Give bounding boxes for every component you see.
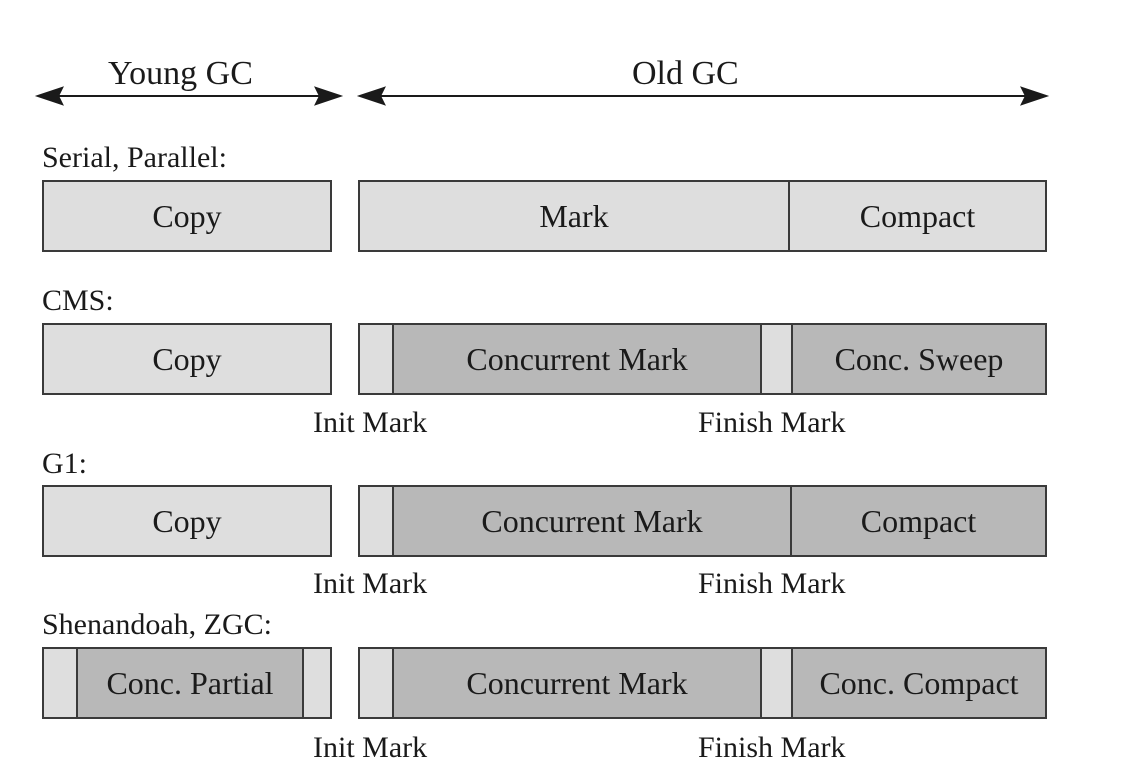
shenandoah-young-end-pause [302,649,330,717]
shenandoah-young-start-pause [44,649,76,717]
row-label-serial-parallel: Serial, Parallel: [42,141,227,174]
serial-old-bar: Mark Compact [358,180,1047,252]
serial-young-bar: Copy [42,180,332,252]
cms-old-bar: Concurrent Mark Conc. Sweep [358,323,1047,395]
young-gc-arrow-left-head [34,86,64,106]
g1-copy-phase: Copy [44,487,330,555]
cms-init-mark-note: Init Mark [313,406,428,439]
serial-compact-phase: Compact [788,182,1045,250]
cms-finish-mark-note: Finish Mark [698,406,846,439]
g1-compact-phase: Compact [790,487,1045,555]
shenandoah-conc-compact-phase: Conc. Compact [791,649,1045,717]
row-label-shenandoah-zgc: Shenandoah, ZGC: [42,608,272,641]
cms-conc-sweep-phase: Conc. Sweep [791,325,1045,393]
g1-young-bar: Copy [42,485,332,557]
cms-young-bar: Copy [42,323,332,395]
old-gc-label: Old GC [632,55,739,92]
g1-finish-mark-note: Finish Mark [698,567,846,600]
g1-concurrent-mark-phase: Concurrent Mark [392,487,790,555]
cms-concurrent-mark-phase: Concurrent Mark [392,325,760,393]
old-gc-arrow-left-head [356,86,386,106]
young-gc-label: Young GC [108,55,253,92]
row-label-g1: G1: [42,447,87,480]
serial-copy-phase: Copy [44,182,330,250]
shenandoah-init-mark-note: Init Mark [313,731,428,764]
young-gc-arrow-right-head [314,86,344,106]
gc-span-arrows [34,86,1050,106]
g1-init-mark-pause [360,487,392,555]
cms-finish-mark-pause [760,325,791,393]
g1-init-mark-note: Init Mark [313,567,428,600]
shenandoah-init-mark-pause [360,649,392,717]
shenandoah-young-bar: Conc. Partial [42,647,332,719]
shenandoah-concurrent-mark-phase: Concurrent Mark [392,649,760,717]
g1-old-bar: Concurrent Mark Compact [358,485,1047,557]
cms-copy-phase: Copy [44,325,330,393]
old-gc-arrow-right-head [1020,86,1050,106]
shenandoah-old-bar: Concurrent Mark Conc. Compact [358,647,1047,719]
shenandoah-conc-partial-phase: Conc. Partial [76,649,302,717]
shenandoah-finish-mark-pause [760,649,791,717]
row-label-cms: CMS: [42,284,114,317]
serial-mark-phase: Mark [360,182,788,250]
cms-init-mark-pause [360,325,392,393]
shenandoah-finish-mark-note: Finish Mark [698,731,846,764]
